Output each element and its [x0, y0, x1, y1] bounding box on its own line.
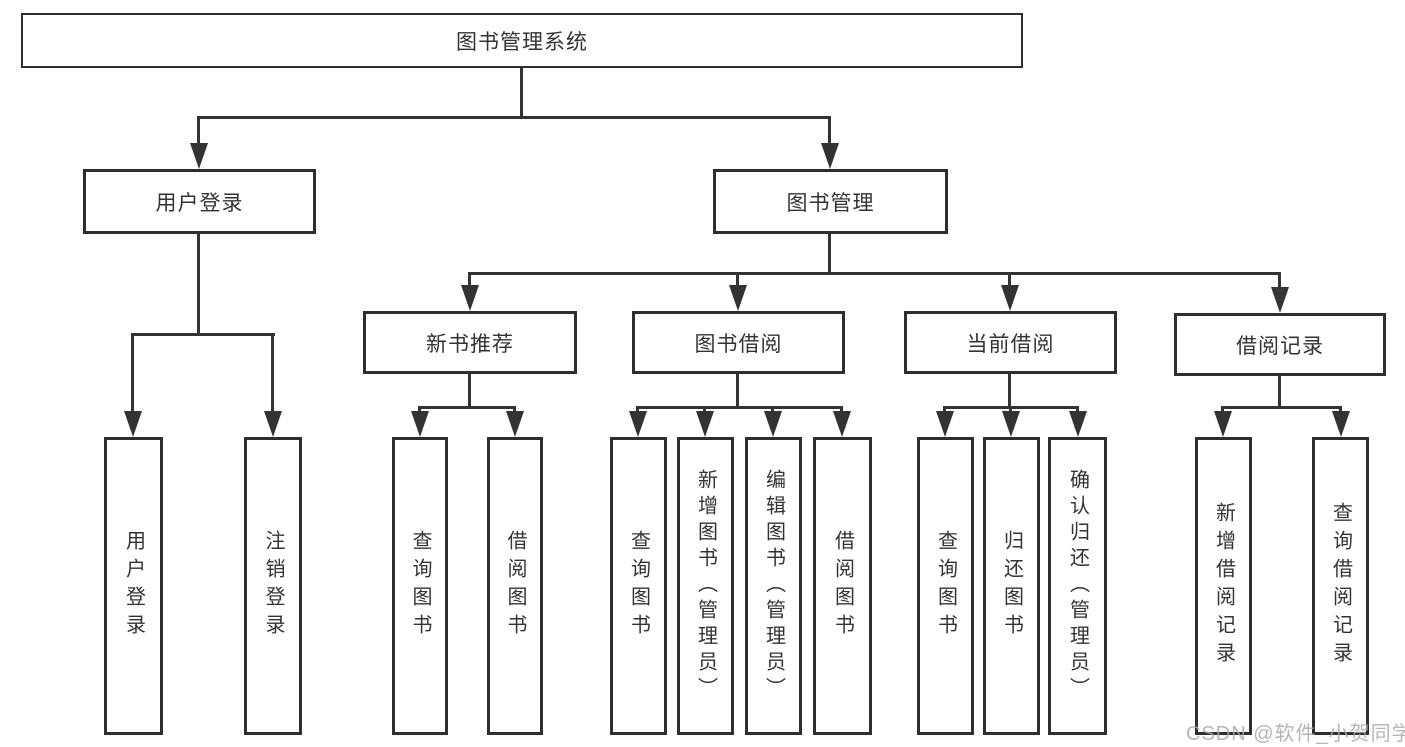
connector-to-borrowing-records: [1278, 272, 1281, 287]
connector-stub: [1076, 406, 1079, 414]
arrowhead-leaf-return-books: [1002, 411, 1020, 437]
leaf-edit-books-admin: 编辑图书（管理员）: [745, 437, 802, 735]
arrowhead-leaf-add-books: [696, 411, 714, 437]
leaf-return-books: 归还图书: [983, 437, 1040, 735]
arrowhead-new-book: [461, 285, 479, 311]
arrowhead-leaf-edit-books: [764, 411, 782, 437]
leaf-query-books-recommend: 查询图书: [392, 437, 448, 735]
connector-new-book-stem: [468, 374, 471, 408]
node-current-borrowing-label: 当前借阅: [966, 332, 1055, 356]
leaf-borrow-books-recommend: 借阅图书: [487, 437, 543, 735]
connector-level3-horizontal: [468, 272, 1281, 275]
node-book-borrowing-label: 图书借阅: [694, 332, 783, 356]
leaf-borrow-books-borrowing: 借阅图书: [813, 437, 872, 735]
leaf-confirm-return-admin-label: 确认归还（管理员）: [1066, 469, 1089, 703]
connector-user-login-fork: [131, 333, 275, 336]
arrowhead-leaf-query-borrow-record: [1332, 411, 1350, 437]
arrowhead-leaf-borrow-books-borrowing: [833, 411, 851, 437]
leaf-logout-login: 注销登录: [244, 437, 302, 735]
connector-book-management-stem: [828, 234, 831, 274]
leaf-user-login-label: 用户登录: [122, 530, 145, 642]
node-new-book-recommendation: 新书推荐: [363, 311, 577, 374]
connector-to-leaf-logout: [271, 333, 274, 413]
leaf-add-books-admin-label: 新增图书（管理员）: [694, 469, 717, 703]
connector-borrowing-records-fork: [1221, 406, 1342, 409]
leaf-query-borrow-record-label: 查询借阅记录: [1329, 502, 1352, 670]
connector-user-login-stem: [197, 234, 200, 336]
connector-to-current-borrowing: [1008, 272, 1011, 287]
connector-stub: [1221, 406, 1224, 414]
csdn-watermark: CSDN @软件_小贺同学: [1186, 723, 1405, 745]
connector-book-borrowing-stem: [736, 374, 739, 408]
connector-to-book-management: [828, 116, 831, 145]
connector-stub: [1009, 406, 1012, 414]
connector-current-borrowing-stem: [1008, 374, 1011, 408]
leaf-borrow-books-recommend-label: 借阅图书: [504, 530, 526, 642]
arrowhead-book-borrowing: [729, 285, 747, 311]
node-book-management: 图书管理: [713, 169, 948, 234]
leaf-add-borrow-record-label: 新增借阅记录: [1212, 502, 1235, 670]
leaf-add-books-admin: 新增图书（管理员）: [677, 437, 734, 735]
leaf-query-books-borrowing-label: 查询图书: [627, 530, 650, 642]
arrowhead-leaf-user-login: [124, 411, 142, 437]
leaf-add-borrow-record: 新增借阅记录: [1195, 437, 1252, 735]
leaf-query-books-current-label: 查询图书: [934, 530, 957, 642]
connector-to-user-login: [197, 116, 200, 145]
connector-stub: [636, 406, 639, 414]
arrowhead-leaf-add-borrow-record: [1214, 411, 1232, 437]
leaf-user-login: 用户登录: [104, 437, 163, 735]
arrowhead-book-management: [821, 143, 839, 169]
node-current-borrowing: 当前借阅: [904, 311, 1117, 374]
connector-stub: [418, 406, 421, 414]
connector-stub: [840, 406, 843, 414]
node-library-management-system: 图书管理系统: [21, 13, 1023, 68]
node-user-login: 用户登录: [83, 169, 316, 234]
leaf-query-books-recommend-label: 查询图书: [409, 530, 431, 642]
connector-stub: [1339, 406, 1342, 414]
leaf-query-books-current: 查询图书: [917, 437, 974, 735]
leaf-borrow-books-borrowing-label: 借阅图书: [831, 530, 854, 642]
arrowhead-user-login: [190, 143, 208, 169]
node-borrowing-records-label: 借阅记录: [1236, 334, 1324, 358]
arrowhead-leaf-query-books-recommend: [411, 411, 429, 437]
node-borrowing-records: 借阅记录: [1174, 313, 1386, 376]
arrowhead-leaf-logout: [264, 411, 282, 437]
connector-stub: [703, 406, 706, 414]
connector-stub: [771, 406, 774, 414]
leaf-query-borrow-record: 查询借阅记录: [1312, 437, 1369, 735]
arrowhead-leaf-confirm-return: [1069, 411, 1087, 437]
arrowhead-leaf-query-books-current: [936, 411, 954, 437]
leaf-query-books-borrowing: 查询图书: [610, 437, 667, 735]
arrowhead-leaf-borrow-books-recommend: [506, 411, 524, 437]
node-book-borrowing: 图书借阅: [632, 311, 845, 374]
node-book-management-label: 图书管理: [786, 191, 875, 215]
connector-to-leaf-user-login: [131, 333, 134, 413]
connector-book-borrowing-fork: [636, 406, 843, 409]
node-library-management-system-label: 图书管理系统: [456, 30, 588, 54]
node-new-book-recommendation-label: 新书推荐: [426, 332, 514, 356]
leaf-edit-books-admin-label: 编辑图书（管理员）: [762, 469, 785, 703]
connector-root-stem: [520, 68, 523, 119]
leaf-return-books-label: 归还图书: [1000, 530, 1023, 642]
node-user-login-label: 用户登录: [155, 191, 244, 215]
connector-new-book-fork: [418, 406, 516, 409]
connector-borrowing-records-stem: [1278, 376, 1281, 408]
arrowhead-leaf-query-books-borrowing: [629, 411, 647, 437]
arrowhead-current-borrowing: [1001, 285, 1019, 311]
connector-stub: [513, 406, 516, 414]
connector-to-new-book: [468, 272, 471, 287]
arrowhead-borrowing-records: [1271, 287, 1289, 313]
connector-to-book-borrowing: [736, 272, 739, 287]
leaf-logout-login-label: 注销登录: [262, 530, 284, 642]
connector-stub: [943, 406, 946, 414]
connector-level1-horizontal: [197, 116, 831, 119]
leaf-confirm-return-admin: 确认归还（管理员）: [1048, 437, 1107, 735]
